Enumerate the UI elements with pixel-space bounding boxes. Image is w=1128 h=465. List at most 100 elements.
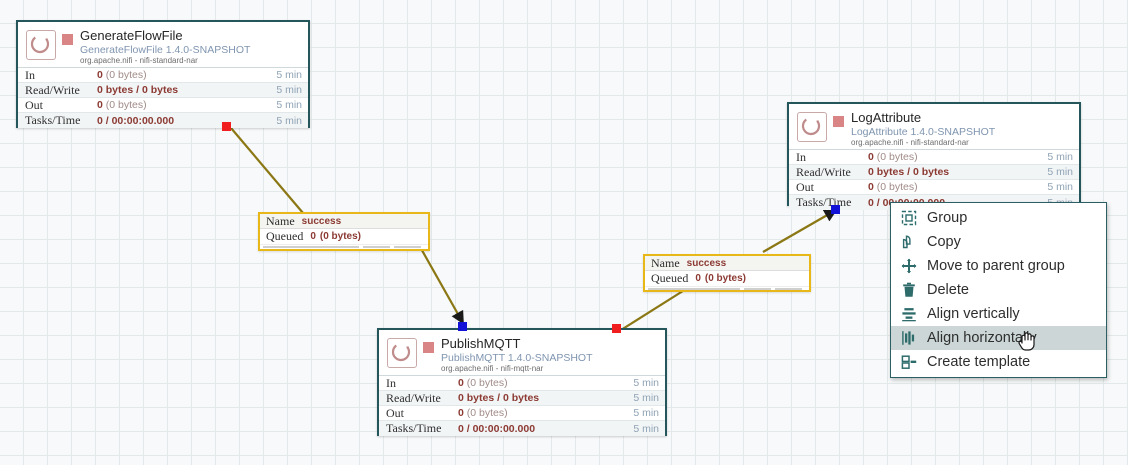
run-status-indicator-stopped bbox=[833, 116, 844, 127]
stat-label: In bbox=[25, 67, 35, 82]
stat-value-detail: (0 bytes) bbox=[466, 377, 508, 389]
processor-publishmqtt[interactable]: PublishMQTT PublishMQTT 1.4.0-SNAPSHOT o… bbox=[377, 328, 667, 436]
stat-row: In 0 (0 bytes) 5 min bbox=[18, 68, 308, 83]
stat-value: 0 (0 bytes) bbox=[458, 377, 633, 389]
stat-value: 0 bytes / 0 bytes bbox=[458, 392, 633, 404]
processor-icon bbox=[797, 112, 827, 142]
processor-header: PublishMQTT PublishMQTT 1.4.0-SNAPSHOT o… bbox=[379, 330, 665, 375]
stat-row: Read/Write 0 bytes / 0 bytes 5 min bbox=[18, 83, 308, 98]
stat-time: 5 min bbox=[276, 114, 302, 127]
copy-icon bbox=[900, 233, 918, 251]
menu-item-copy[interactable]: Copy bbox=[891, 230, 1106, 254]
stat-value-detail: (0 bytes) bbox=[105, 69, 147, 81]
stat-value-main: 0 bbox=[97, 99, 103, 111]
context-menu[interactable]: Group Copy Move to parent group bbox=[890, 202, 1107, 378]
stat-time: 5 min bbox=[633, 392, 659, 404]
stat-time: 5 min bbox=[633, 422, 659, 435]
stat-label: Read/Write bbox=[25, 82, 80, 97]
processor-header: LogAttribute LogAttribute 1.4.0-SNAPSHOT… bbox=[789, 104, 1079, 149]
menu-item-delete[interactable]: Delete bbox=[891, 278, 1106, 302]
stat-label: Read/Write bbox=[796, 164, 851, 179]
menu-item-align-vertically[interactable]: Align vertically bbox=[891, 302, 1106, 326]
processor-icon bbox=[387, 338, 417, 368]
menu-item-label: Create template bbox=[927, 353, 1031, 370]
trash-icon bbox=[900, 281, 918, 299]
stat-label: Out bbox=[796, 179, 814, 194]
stat-label: Out bbox=[25, 97, 43, 112]
processor-type: PublishMQTT 1.4.0-SNAPSHOT bbox=[441, 351, 593, 364]
menu-item-label: Delete bbox=[927, 281, 969, 298]
connection-label-publish-to-log[interactable]: Name success Queued 0 (0 bytes) bbox=[643, 254, 811, 292]
menu-item-label: Align horizontally bbox=[927, 329, 1037, 346]
stat-value-main: 0 bytes / 0 bytes bbox=[458, 392, 540, 404]
stat-value: 0 bytes / 0 bytes bbox=[868, 166, 1047, 178]
stat-row: In 0 (0 bytes) 5 min bbox=[789, 150, 1079, 165]
stat-value: 0 (0 bytes) bbox=[458, 407, 633, 419]
connection-queue-bar bbox=[260, 244, 428, 248]
stat-row: Out 0 (0 bytes) 5 min bbox=[18, 98, 308, 113]
stat-value-main: 0 bytes / 0 bytes bbox=[868, 166, 950, 178]
connection-queued-key: Queued bbox=[266, 229, 304, 243]
connection-queued-detail: (0 bytes) bbox=[704, 273, 747, 284]
connection-line-publish-to-log-b[interactable] bbox=[762, 209, 838, 253]
processor-type: GenerateFlowFile 1.4.0-SNAPSHOT bbox=[80, 43, 251, 56]
stat-time: 5 min bbox=[276, 69, 302, 81]
connection-endpoint-destination-publishmqtt[interactable] bbox=[458, 322, 467, 331]
connection-label-gen-to-publish[interactable]: Name success Queued 0 (0 bytes) bbox=[258, 212, 430, 251]
processor-logattribute[interactable]: LogAttribute LogAttribute 1.4.0-SNAPSHOT… bbox=[787, 102, 1081, 210]
connection-queue-bar bbox=[645, 286, 809, 290]
connection-endpoint-source-generateflowfile[interactable] bbox=[222, 122, 231, 131]
stat-time: 5 min bbox=[1047, 151, 1073, 163]
connection-endpoint-destination-logattribute[interactable] bbox=[831, 205, 840, 214]
menu-item-group[interactable]: Group bbox=[891, 206, 1106, 230]
connection-line-gen-to-publish[interactable] bbox=[230, 127, 304, 214]
stat-value-detail: (0 bytes) bbox=[466, 407, 508, 419]
stat-value-main: 0 bbox=[868, 151, 874, 163]
processor-name: LogAttribute bbox=[851, 110, 922, 125]
processor-bundle: org.apache.nifi - nifi-standard-nar bbox=[851, 138, 969, 148]
stat-row: Out 0 (0 bytes) 5 min bbox=[379, 406, 665, 421]
menu-item-label: Group bbox=[927, 209, 968, 226]
menu-item-create-template[interactable]: Create template bbox=[891, 350, 1106, 374]
stat-value-main: 0 bbox=[458, 407, 464, 419]
connection-queued-row: Queued 0 (0 bytes) bbox=[260, 229, 428, 244]
menu-item-align-horizontally[interactable]: Align horizontally bbox=[891, 326, 1106, 351]
stat-value: 0 / 00:00:00.000 bbox=[458, 423, 633, 435]
stat-value: 0 (0 bytes) bbox=[868, 151, 1047, 163]
stat-time: 5 min bbox=[633, 407, 659, 419]
stat-time: 5 min bbox=[276, 84, 302, 96]
processor-bundle: org.apache.nifi - nifi-mqtt-nar bbox=[441, 364, 544, 374]
stat-label: In bbox=[386, 375, 396, 390]
stat-row: In 0 (0 bytes) 5 min bbox=[379, 376, 665, 391]
processor-type: LogAttribute 1.4.0-SNAPSHOT bbox=[851, 125, 996, 138]
stat-value-main: 0 bbox=[97, 69, 103, 81]
stat-value-detail: (0 bytes) bbox=[876, 181, 918, 193]
align-vertical-icon bbox=[900, 305, 918, 323]
processor-generateflowfile[interactable]: GenerateFlowFile GenerateFlowFile 1.4.0-… bbox=[16, 20, 310, 128]
stat-label: Out bbox=[386, 405, 404, 420]
connection-queued-value: 0 bbox=[695, 273, 701, 284]
processor-icon bbox=[26, 30, 56, 60]
stat-value: 0 (0 bytes) bbox=[868, 181, 1047, 193]
stat-value: 0 (0 bytes) bbox=[97, 69, 276, 81]
processor-stats-table: In 0 (0 bytes) 5 min Read/Write 0 bytes … bbox=[379, 375, 665, 436]
menu-item-label: Copy bbox=[927, 233, 961, 250]
processor-name: GenerateFlowFile bbox=[80, 28, 183, 43]
connection-name-value: success bbox=[686, 257, 727, 269]
stat-label: Tasks/Time bbox=[25, 113, 81, 127]
stat-row: Tasks/Time 0 / 00:00:00.000 5 min bbox=[18, 113, 308, 128]
menu-item-label: Move to parent group bbox=[927, 257, 1065, 274]
connection-name-key: Name bbox=[651, 255, 680, 270]
connection-queued-key: Queued bbox=[651, 271, 689, 285]
connection-name-row: Name success bbox=[260, 214, 428, 229]
connection-line-gen-to-publish-b[interactable] bbox=[418, 244, 464, 325]
align-horizontal-icon bbox=[900, 329, 918, 347]
connection-endpoint-source-publishmqtt[interactable] bbox=[612, 324, 621, 333]
connection-queued-row: Queued 0 (0 bytes) bbox=[645, 271, 809, 286]
stat-time: 5 min bbox=[276, 99, 302, 111]
menu-item-move-to-parent-group[interactable]: Move to parent group bbox=[891, 254, 1106, 278]
processor-stats-table: In 0 (0 bytes) 5 min Read/Write 0 bytes … bbox=[18, 67, 308, 128]
processor-name: PublishMQTT bbox=[441, 336, 521, 351]
stat-time: 5 min bbox=[633, 377, 659, 389]
